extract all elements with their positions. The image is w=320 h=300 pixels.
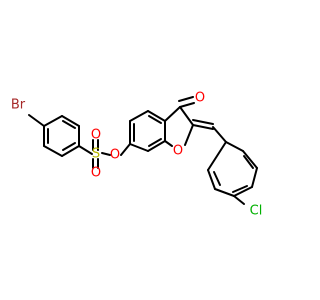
- chlorobenzylidene-group: [192, 119, 258, 205]
- sulfur-label: S: [92, 147, 100, 162]
- sulfonyl-oxygen-top-label: O: [91, 128, 101, 143]
- sulfonyl-oxygen-bottom-label: O: [91, 166, 101, 181]
- chemical-structure: Br S O O O O O Cl: [11, 91, 263, 219]
- ketone-oxygen-label: O: [195, 91, 205, 106]
- bromine-label: Br: [11, 98, 26, 113]
- ester-oxygen-label: O: [110, 148, 120, 163]
- ring-oxygen-label: O: [173, 144, 183, 159]
- bromophenyl-ring: [28, 114, 93, 157]
- benzofuranone-core: [120, 96, 195, 156]
- chlorine-label: Cl: [250, 204, 263, 219]
- sulfonyl-group: [92, 139, 111, 169]
